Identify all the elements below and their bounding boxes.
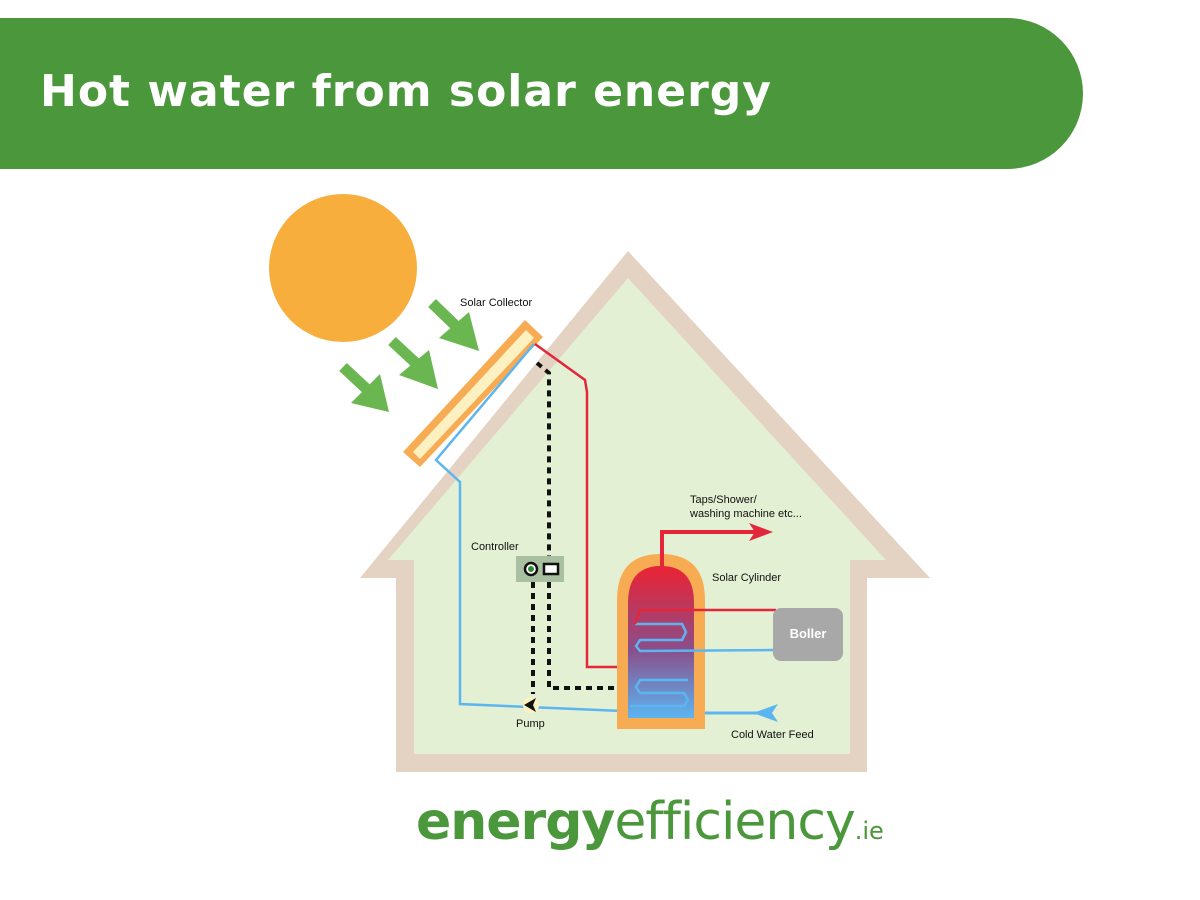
sun-ray-arrows — [339, 299, 479, 412]
cold-water-feed-arrow — [705, 704, 778, 722]
house-interior — [388, 278, 886, 754]
pump — [523, 697, 539, 713]
header-banner — [0, 18, 1083, 169]
solar-coil — [630, 678, 690, 708]
taps-label-line1: Taps/Shower/ — [690, 494, 758, 506]
cold-pipe-collector — [434, 343, 623, 713]
boiler-flow-pipe — [633, 608, 776, 625]
boiler — [773, 608, 843, 661]
hot-water-outlet — [660, 523, 773, 575]
sun-ray-arrow — [428, 299, 479, 351]
cold-water-feed-label: Cold Water Feed — [731, 729, 814, 741]
boiler-label: Boller — [790, 626, 827, 641]
brand-logo: energyefficiency.ie — [416, 790, 884, 863]
sun-ray-arrow — [339, 362, 389, 412]
logo-suffix: .ie — [854, 817, 884, 845]
boiler-coil — [634, 622, 777, 653]
sun-ray-arrow — [388, 336, 438, 389]
sun — [269, 194, 417, 342]
solar-collector-label: Solar Collector — [460, 297, 532, 309]
pump-label: Pump — [516, 718, 545, 730]
taps-label-line2: washing machine etc... — [689, 508, 802, 520]
solar-collector — [403, 320, 543, 467]
solar-cylinder — [617, 554, 705, 729]
logo-energy: energy — [416, 792, 615, 852]
controller-label: Controller — [471, 541, 519, 553]
page-title: Hot water from solar energy — [40, 66, 772, 117]
logo-efficiency: efficiency — [614, 792, 855, 852]
controller — [516, 556, 564, 582]
solar-cylinder-label: Solar Cylinder — [712, 572, 781, 584]
controller-wiring — [531, 361, 625, 694]
